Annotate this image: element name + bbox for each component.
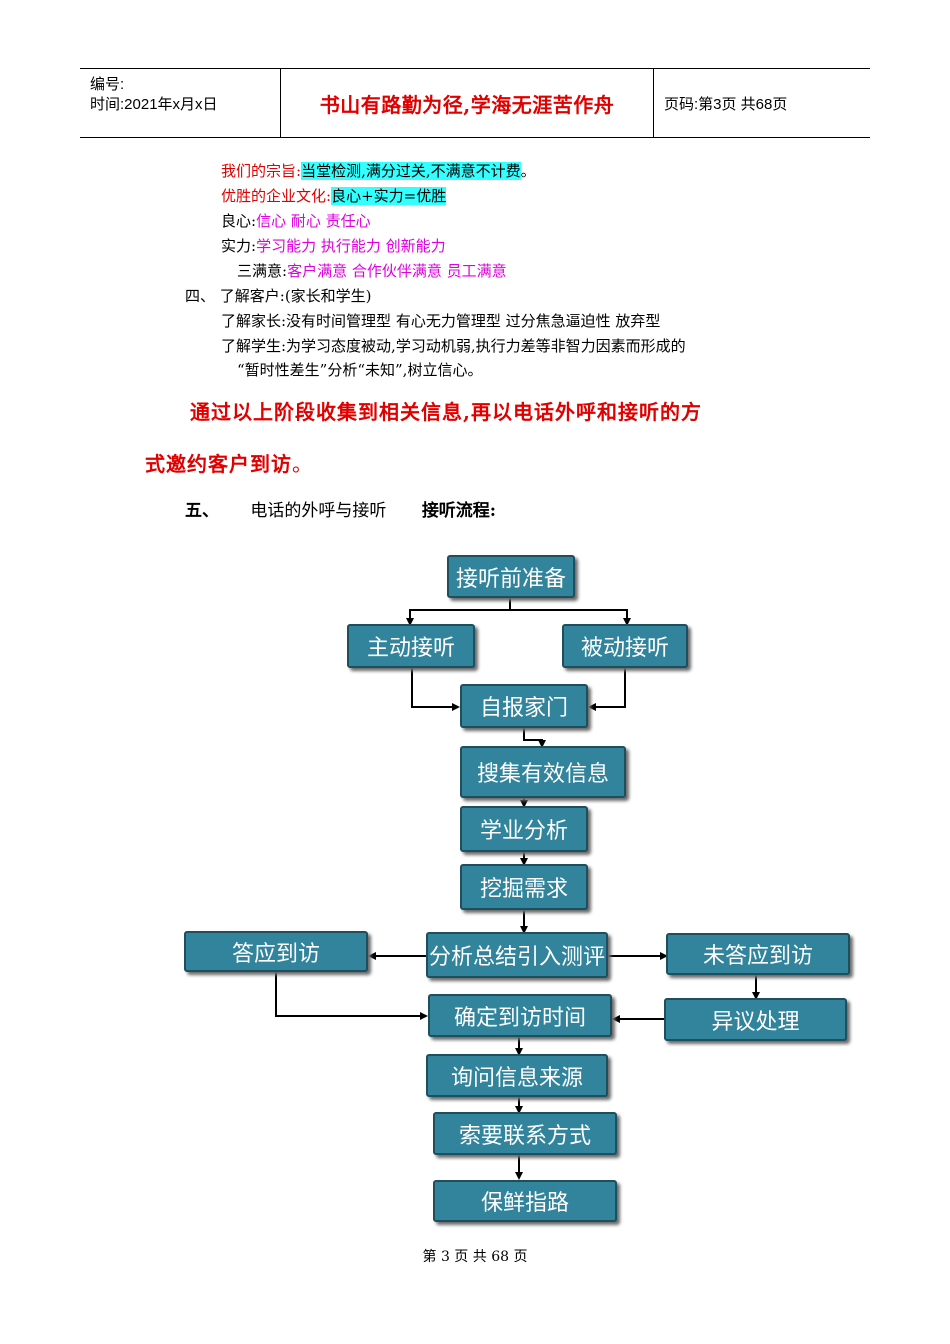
parents-line: 了解家长:没有时间管理型 有心无力管理型 过分焦急逼迫性 放弃型 — [221, 312, 661, 330]
flow-node-objection: 异议处理 — [664, 998, 847, 1041]
header-page-cell: 页码:第3页 共68页 — [654, 69, 870, 137]
flow-node-confirm: 确定到访时间 — [428, 994, 612, 1037]
flow-node-collect: 搜集有效信息 — [460, 746, 626, 798]
tenet-text: 当堂检测,满分过关,不满意不计费 — [301, 162, 521, 180]
culture-label: 优胜的企业文化: — [221, 187, 332, 205]
header-meta-cell: 编号: 时间:2021年x月x日 — [80, 69, 281, 137]
conscience-text: 信心 耐心 责任心 — [256, 212, 371, 230]
satisfy-label: 三满意: — [237, 262, 288, 280]
students-line-2: “暂时性差生”分析“未知”,树立信心。 — [237, 361, 483, 379]
flow-node-active: 主动接听 — [347, 624, 475, 668]
page-footer: 第 3 页 共 68 页 — [422, 1249, 528, 1265]
header-motto-cell: 书山有路勤为径,学海无涯苦作舟 — [281, 69, 654, 137]
flow-node-directions: 保鲜指路 — [433, 1180, 617, 1222]
conscience-label: 良心: — [221, 212, 257, 230]
section5-heading: 五、 电话的外呼与接听 接听流程: — [185, 496, 496, 521]
flow-node-dig: 挖掘需求 — [460, 864, 588, 910]
connector-introduce-collect — [523, 728, 546, 748]
culture-text: 良心+实力=优胜 — [331, 187, 447, 205]
page-header: 编号: 时间:2021年x月x日 书山有路勤为径,学海无涯苦作舟 页码:第3页 … — [80, 68, 870, 138]
connector-active-introduce — [411, 668, 460, 711]
satisfy-text: 客户满意 合作伙伴满意 员工满意 — [287, 262, 507, 280]
flow-node-agree: 答应到访 — [184, 931, 368, 972]
flow-node-prepare: 接听前准备 — [447, 555, 575, 598]
strength-line: 实力:学习能力 执行能力 创新能力 — [221, 235, 446, 256]
section4-heading: 四、 了解客户:(家长和学生) — [185, 287, 372, 305]
satisfy-line: 三满意:客户满意 合作伙伴满意 员工满意 — [237, 260, 507, 281]
flow-node-introduce: 自报家门 — [460, 684, 588, 728]
culture-line: 优胜的企业文化:良心+实力=优胜 — [221, 185, 447, 206]
tenet-label: 我们的宗旨: — [221, 162, 302, 180]
emphasis-line-2-end: 。 — [292, 452, 313, 476]
flow-node-contact: 索要联系方式 — [433, 1112, 617, 1155]
tenet-end: 。 — [520, 162, 536, 180]
flow-node-disagree: 未答应到访 — [666, 933, 850, 975]
connector-prepare-passive — [510, 609, 631, 626]
header-page-number: 页码:第3页 共68页 — [664, 95, 788, 113]
header-motto: 书山有路勤为径,学海无涯苦作舟 — [319, 92, 615, 117]
connector-passive-introduce — [588, 668, 626, 711]
conscience-line: 良心:信心 耐心 责任心 — [221, 210, 371, 231]
flow-node-summary: 分析总结引入测评 — [426, 932, 608, 978]
flow-node-analyze: 学业分析 — [460, 806, 588, 852]
connector-prepare-active — [406, 598, 511, 626]
strength-text: 学习能力 执行能力 创新能力 — [256, 237, 446, 255]
doc-time-label: 时间:2021年x月x日 — [90, 96, 218, 113]
emphasis-line-1: 通过以上阶段收集到相关信息,再以电话外呼和接听的方 — [190, 400, 702, 424]
doc-number-label: 编号: — [90, 76, 125, 93]
students-line-1: 了解学生:为学习态度被动,学习动机弱,执行力差等非智力因素而形成的 — [221, 337, 686, 355]
strength-label: 实力: — [221, 237, 257, 255]
emphasis-line-2: 式邀约客户到访。 — [145, 448, 313, 477]
section5-title: 电话的外呼与接听 — [250, 501, 387, 521]
flow-node-passive: 被动接听 — [562, 624, 688, 668]
emphasis-line-2-text: 式邀约客户到访 — [145, 452, 292, 476]
flow-node-source: 询问信息来源 — [426, 1054, 608, 1097]
connector-agree-confirm — [275, 972, 428, 1020]
section5-subtitle: 接听流程: — [421, 501, 497, 521]
section5-number: 五、 — [185, 501, 219, 521]
tenet-line: 我们的宗旨:当堂检测,满分过关,不满意不计费。 — [221, 160, 536, 181]
